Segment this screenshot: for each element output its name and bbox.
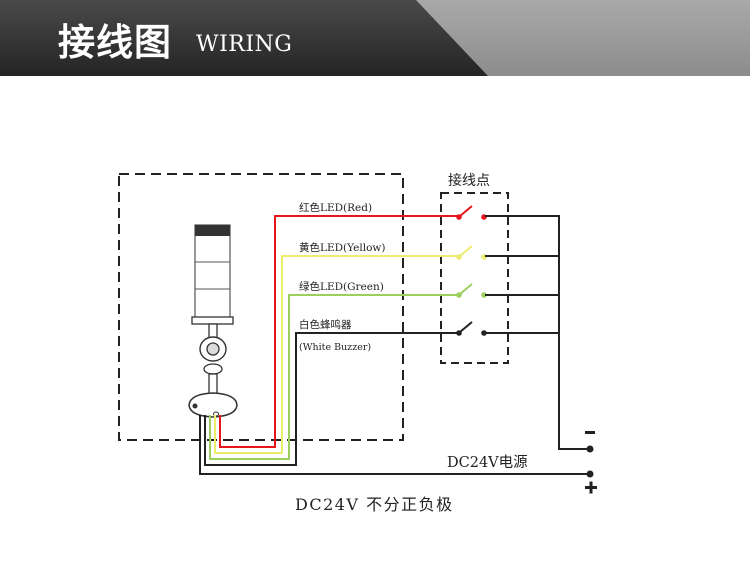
switch-green — [456, 283, 487, 298]
yellow-wire — [214, 255, 458, 454]
switch-white — [456, 321, 487, 336]
page-title: 接线图 — [58, 21, 172, 64]
common-bus-wire — [558, 215, 589, 450]
negative-terminal — [586, 445, 594, 453]
tower-enclosure — [118, 173, 404, 441]
wire-label-white: 白色蜂鸣器 — [299, 318, 352, 331]
signal-tower-icon — [188, 224, 238, 418]
polarity-note: DC24V 不分正负极 — [295, 495, 454, 514]
switch-yellow — [456, 245, 487, 260]
terminal-enclosure — [440, 192, 509, 364]
positive-symbol — [585, 481, 597, 494]
terminal-label: 接线点 — [448, 172, 490, 189]
page-subtitle: WIRING — [196, 32, 293, 57]
negative-symbol — [585, 431, 595, 434]
green-wire — [209, 294, 458, 460]
power-return-wire — [199, 415, 552, 475]
header-background — [0, 0, 750, 76]
wire-label-red: 红色LED(Red) — [299, 201, 372, 214]
white-buzzer-wire — [204, 332, 458, 466]
wire-label-yellow: 黄色LED(Yellow) — [299, 241, 386, 254]
power-label: DC24V电源 — [447, 454, 528, 471]
switch-red — [456, 205, 487, 220]
header-banner: 接线图 WIRING — [0, 0, 750, 76]
red-wire — [219, 215, 458, 448]
wire-sublabel-white: (White Buzzer) — [299, 342, 371, 353]
wire-label-green: 绿色LED(Green) — [299, 280, 384, 293]
